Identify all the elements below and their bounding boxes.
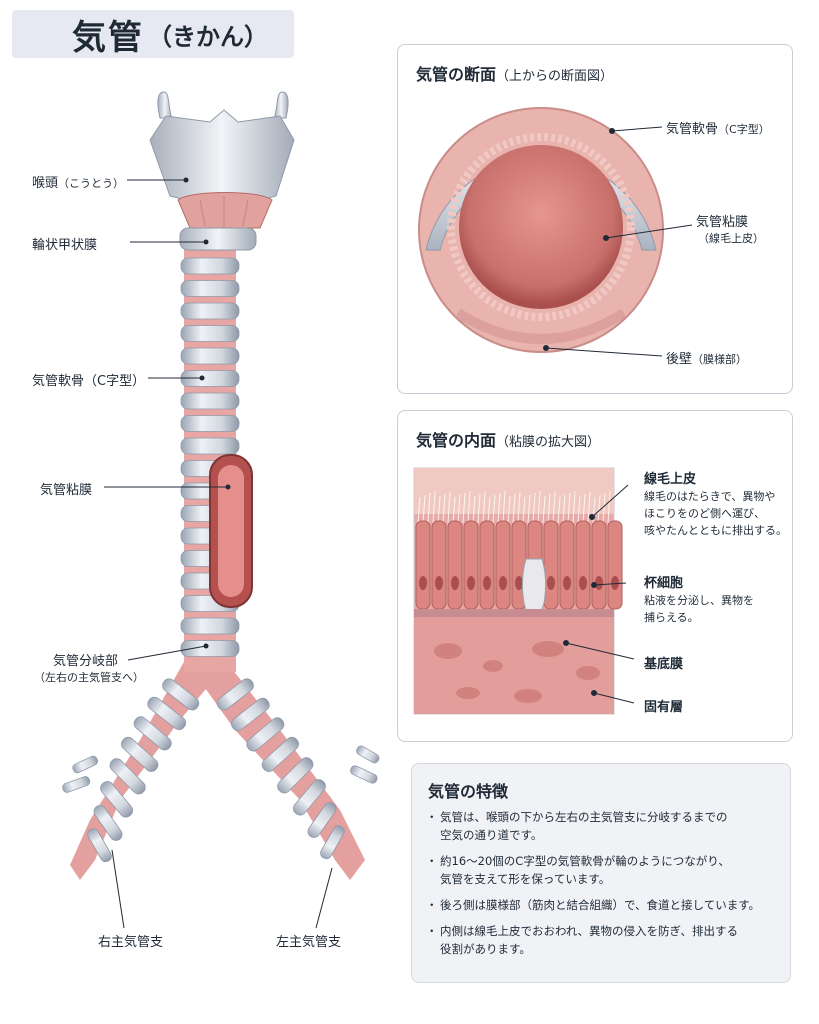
goblet-info: 杯細胞 粘液を分泌し、異物を 捕らえる。 — [644, 575, 754, 626]
cartilage-dot — [200, 376, 205, 381]
larynx-dot — [184, 178, 189, 183]
cell-nucleus — [547, 576, 555, 590]
label-left-bronchus: 左主気管支 — [276, 931, 341, 950]
larynx — [150, 92, 294, 250]
cartilage-ring — [181, 258, 239, 274]
label-larynx-main: 喉頭 — [32, 176, 58, 191]
features-panel: 気管の特徴 気管は、喉頭の下から左右の主気管支に分岐するまでの 空気の通り道です… — [411, 763, 791, 983]
inner-surface-panel: 気管の内面（粘膜の拡大図） 線毛上皮 線毛のはたらきで — [397, 410, 793, 742]
ciliated-info: 線毛上皮 線毛のはたらきで、異物や ほこりをのど側へ運び、 咳やたんとともに排出… — [644, 471, 787, 539]
lumen — [459, 145, 623, 309]
goblet-leader-dot — [592, 583, 597, 588]
ciliated-title: 線毛上皮 — [644, 471, 787, 488]
cartilage-ring — [181, 393, 239, 409]
cs-label-posterior-main: 後壁 — [666, 352, 692, 367]
label-basement: 基底膜 — [644, 653, 683, 672]
epithelial-cell — [416, 521, 430, 609]
cartilage-ring — [181, 281, 239, 297]
label-bifurcation-sub: （左右の主気管支へ） — [34, 669, 144, 685]
ciliated-desc-3: 咳やたんとともに排出する。 — [644, 522, 787, 539]
cross-section-panel: 気管の断面（上からの断面図） 気管軟骨（C字型） — [397, 44, 793, 394]
cartilage-ring — [181, 326, 239, 342]
cell-nucleus — [483, 576, 491, 590]
epithelial-cell — [432, 521, 446, 609]
cs-label-cartilage-main: 気管軟骨 — [666, 122, 718, 137]
features-list: 気管は、喉頭の下から左右の主気管支に分岐するまでの 空気の通り道です。 約16〜… — [428, 808, 790, 966]
cell-nucleus — [579, 576, 587, 590]
goblet-desc-1: 粘液を分泌し、異物を — [644, 592, 754, 609]
label-lamina: 固有層 — [644, 696, 683, 715]
label-mucosa: 気管粘膜 — [40, 479, 92, 498]
epithelial-cell — [480, 521, 494, 609]
epithelial-cell — [608, 521, 622, 609]
cell-nucleus — [467, 576, 475, 590]
label-larynx-sub: （こうとう） — [58, 177, 124, 190]
lamina-leader-dot — [592, 691, 597, 696]
cell-nucleus — [451, 576, 459, 590]
label-right-bronchus: 右主気管支 — [98, 931, 163, 950]
cell-nucleus — [435, 576, 443, 590]
features-title: 気管の特徴 — [428, 778, 508, 802]
mucosa-window-inner — [218, 465, 244, 597]
cs-label-cartilage-sub: （C字型） — [718, 123, 770, 136]
cs-label-mucosa-sub: （線毛上皮） — [698, 230, 764, 246]
lamina-propria — [414, 617, 614, 714]
cartilage-leader-dot — [610, 129, 615, 134]
cell-nucleus — [611, 576, 619, 590]
ciliated-desc-1: 線毛のはたらきで、異物や — [644, 488, 787, 505]
label-cricothyroid: 輪状甲状膜 — [32, 234, 97, 253]
epithelial-cell — [496, 521, 510, 609]
mucosa-dot — [226, 485, 231, 490]
cell-nucleus — [499, 576, 507, 590]
epithelial-cell — [544, 521, 558, 609]
posterior-leader-dot — [544, 346, 549, 351]
cartilage-ring — [181, 416, 239, 432]
cartilage-ring — [181, 438, 239, 454]
cs-label-posterior: 後壁（膜様部） — [666, 348, 747, 367]
label-cartilage: 気管軟骨（C字型） — [32, 370, 145, 389]
epithelial-cell — [576, 521, 590, 609]
cartilage-leader — [612, 127, 662, 131]
ciliated-leader-dot — [590, 515, 595, 520]
feature-item: 内側は線毛上皮でおおわれ、異物の侵入を防ぎ、排出する 役割があります。 — [428, 922, 790, 958]
epithelial-cell — [560, 521, 574, 609]
goblet-desc-2: 捕らえる。 — [644, 609, 754, 626]
cell-nucleus — [515, 576, 523, 590]
basement-membrane — [414, 609, 614, 617]
label-larynx: 喉頭（こうとう） — [32, 172, 124, 191]
cartilage-ring — [181, 348, 239, 364]
goblet-title: 杯細胞 — [644, 575, 754, 592]
cartilage-ring — [181, 303, 239, 319]
cs-label-posterior-sub: （膜様部） — [692, 353, 747, 366]
basement-leader-dot — [564, 641, 569, 646]
feature-item: 約16〜20個のC字型の気管軟骨が輪のようにつながり、 気管を支えて形を保ってい… — [428, 852, 790, 888]
ciliated-desc-2: ほこりをのど側へ運び、 — [644, 505, 787, 522]
label-bifurcation: 気管分岐部 — [53, 650, 118, 669]
cricothyroid-dot — [204, 240, 209, 245]
cs-label-mucosa: 気管粘膜 — [696, 211, 748, 230]
epithelial-cell — [592, 521, 606, 609]
epithelial-cell — [448, 521, 462, 609]
bifurcation-dot — [204, 644, 209, 649]
feature-item: 気管は、喉頭の下から左右の主気管支に分岐するまでの 空気の通り道です。 — [428, 808, 790, 844]
cartilage-ring — [181, 618, 239, 634]
epithelial-cell — [464, 521, 478, 609]
cs-label-cartilage: 気管軟骨（C字型） — [666, 118, 770, 137]
mucosa-leader-dot — [604, 236, 609, 241]
cell-nucleus — [563, 576, 571, 590]
posterior-leader — [546, 348, 662, 356]
feature-item: 後ろ側は膜様部（筋肉と結合組織）で、食道と接しています。 — [428, 896, 790, 914]
cell-nucleus — [419, 576, 427, 590]
